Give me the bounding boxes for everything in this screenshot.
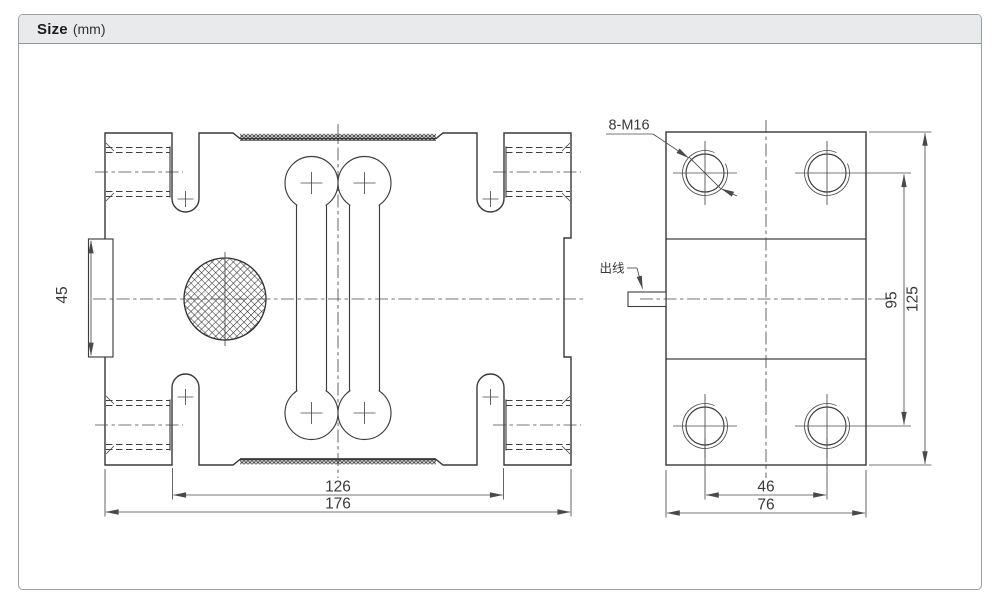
panel-frame: Size (mm) [18, 14, 982, 590]
page-title: Size [37, 20, 68, 38]
header-bar: Size (mm) [19, 15, 981, 44]
page-title-unit: (mm) [72, 21, 106, 37]
